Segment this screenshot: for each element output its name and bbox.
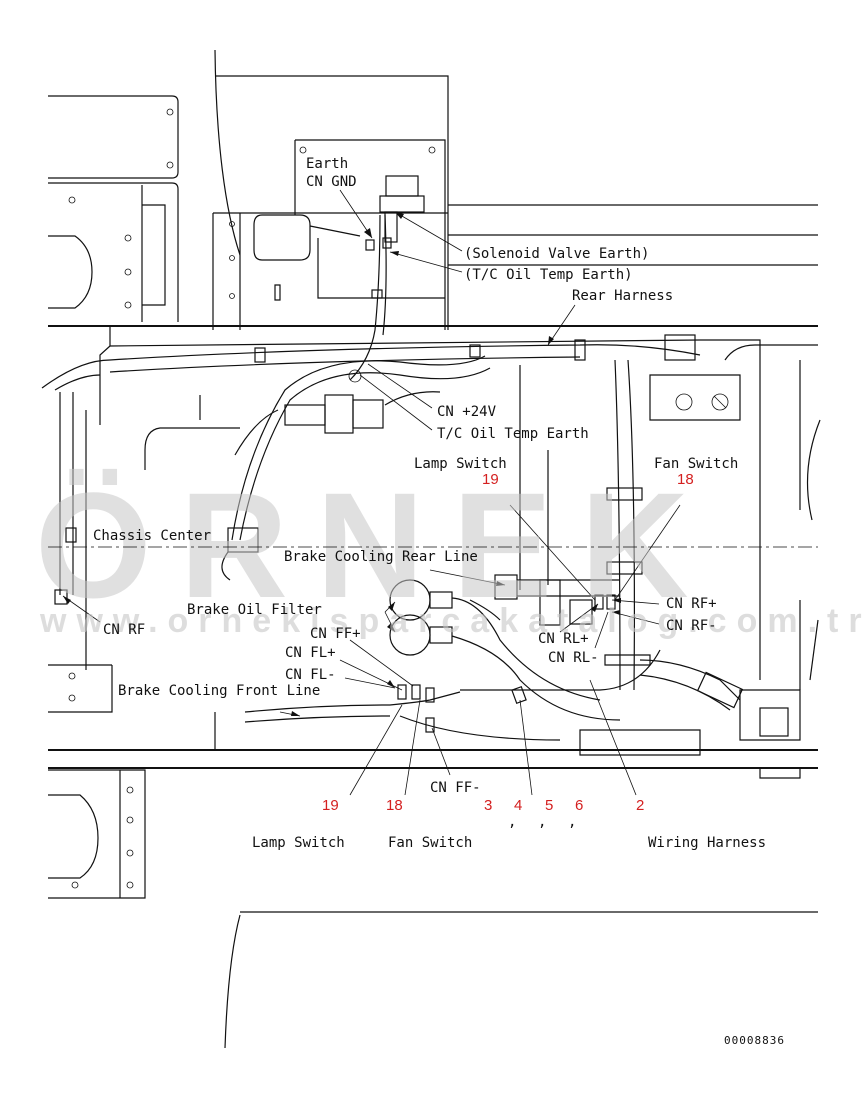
watermark-url: www.ornekisparcakatalog.com.tr [39,602,864,640]
label-cn-rf: CN RF [103,622,145,638]
callout-comma-3: , [568,814,576,830]
labels: Earth CN GND (Solenoid Valve Earth) (T/C… [93,156,766,851]
label-earth: Earth [306,156,348,172]
label-fan-switch-top: Fan Switch [654,456,738,472]
callout-comma-1: , [508,814,516,830]
callout-2: 2 [636,797,644,814]
chassis-frame [41,49,821,1049]
label-cn-gnd: CN GND [306,174,357,190]
label-brake-cooling-rear-line: Brake Cooling Rear Line [284,549,478,565]
callout-3: 3 [484,797,492,814]
label-solenoid-valve-earth: (Solenoid Valve Earth) [464,246,649,262]
label-cn-fl-minus: CN FL- [285,667,336,683]
label-brake-cooling-front-line: Brake Cooling Front Line [118,683,320,699]
label-cn-rf-plus: CN RF+ [666,596,717,612]
label-lamp-switch-top: Lamp Switch [414,456,507,472]
watermark: ÖRNEK www.ornekisparcakatalog.com.tr [35,461,864,640]
label-chassis-center: Chassis Center [93,528,211,544]
callout-19-bottom: 19 [322,797,339,814]
label-cn-24v: CN +24V [437,404,497,420]
callout-4: 4 [514,797,522,814]
callout-5: 5 [545,797,553,814]
label-cn-rl-minus: CN RL- [548,650,599,666]
label-cn-fl-plus: CN FL+ [285,645,336,661]
label-wiring-harness: Wiring Harness [648,835,766,851]
label-cn-ff-minus: CN FF- [430,780,481,796]
label-cn-rf-minus: CN RF- [666,618,717,634]
arrowheads [63,212,621,716]
hoses-and-harness [54,214,744,741]
callout-19-top: 19 [482,471,499,488]
label-tc-oil-temp-earth-top: (T/C Oil Temp Earth) [464,267,633,283]
label-rear-harness: Rear Harness [572,288,673,304]
callout-comma-2: , [538,814,546,830]
label-lamp-switch-bottom: Lamp Switch [252,835,345,851]
label-tc-oil-temp-earth: T/C Oil Temp Earth [437,426,589,442]
callout-6: 6 [575,797,583,814]
label-brake-oil-filter: Brake Oil Filter [187,602,322,618]
callout-numbers: 19 18 19 18 3 4 5 6 2 , , , [322,471,694,830]
label-cn-ff-plus: CN FF+ [310,626,361,642]
drawing-code: 00008836 [724,1034,785,1047]
callout-18-top: 18 [677,471,694,488]
watermark-brand: ÖRNEK [35,461,717,629]
label-cn-rl-plus: CN RL+ [538,631,589,647]
callout-18-bottom: 18 [386,797,403,814]
label-fan-switch-bottom: Fan Switch [388,835,472,851]
